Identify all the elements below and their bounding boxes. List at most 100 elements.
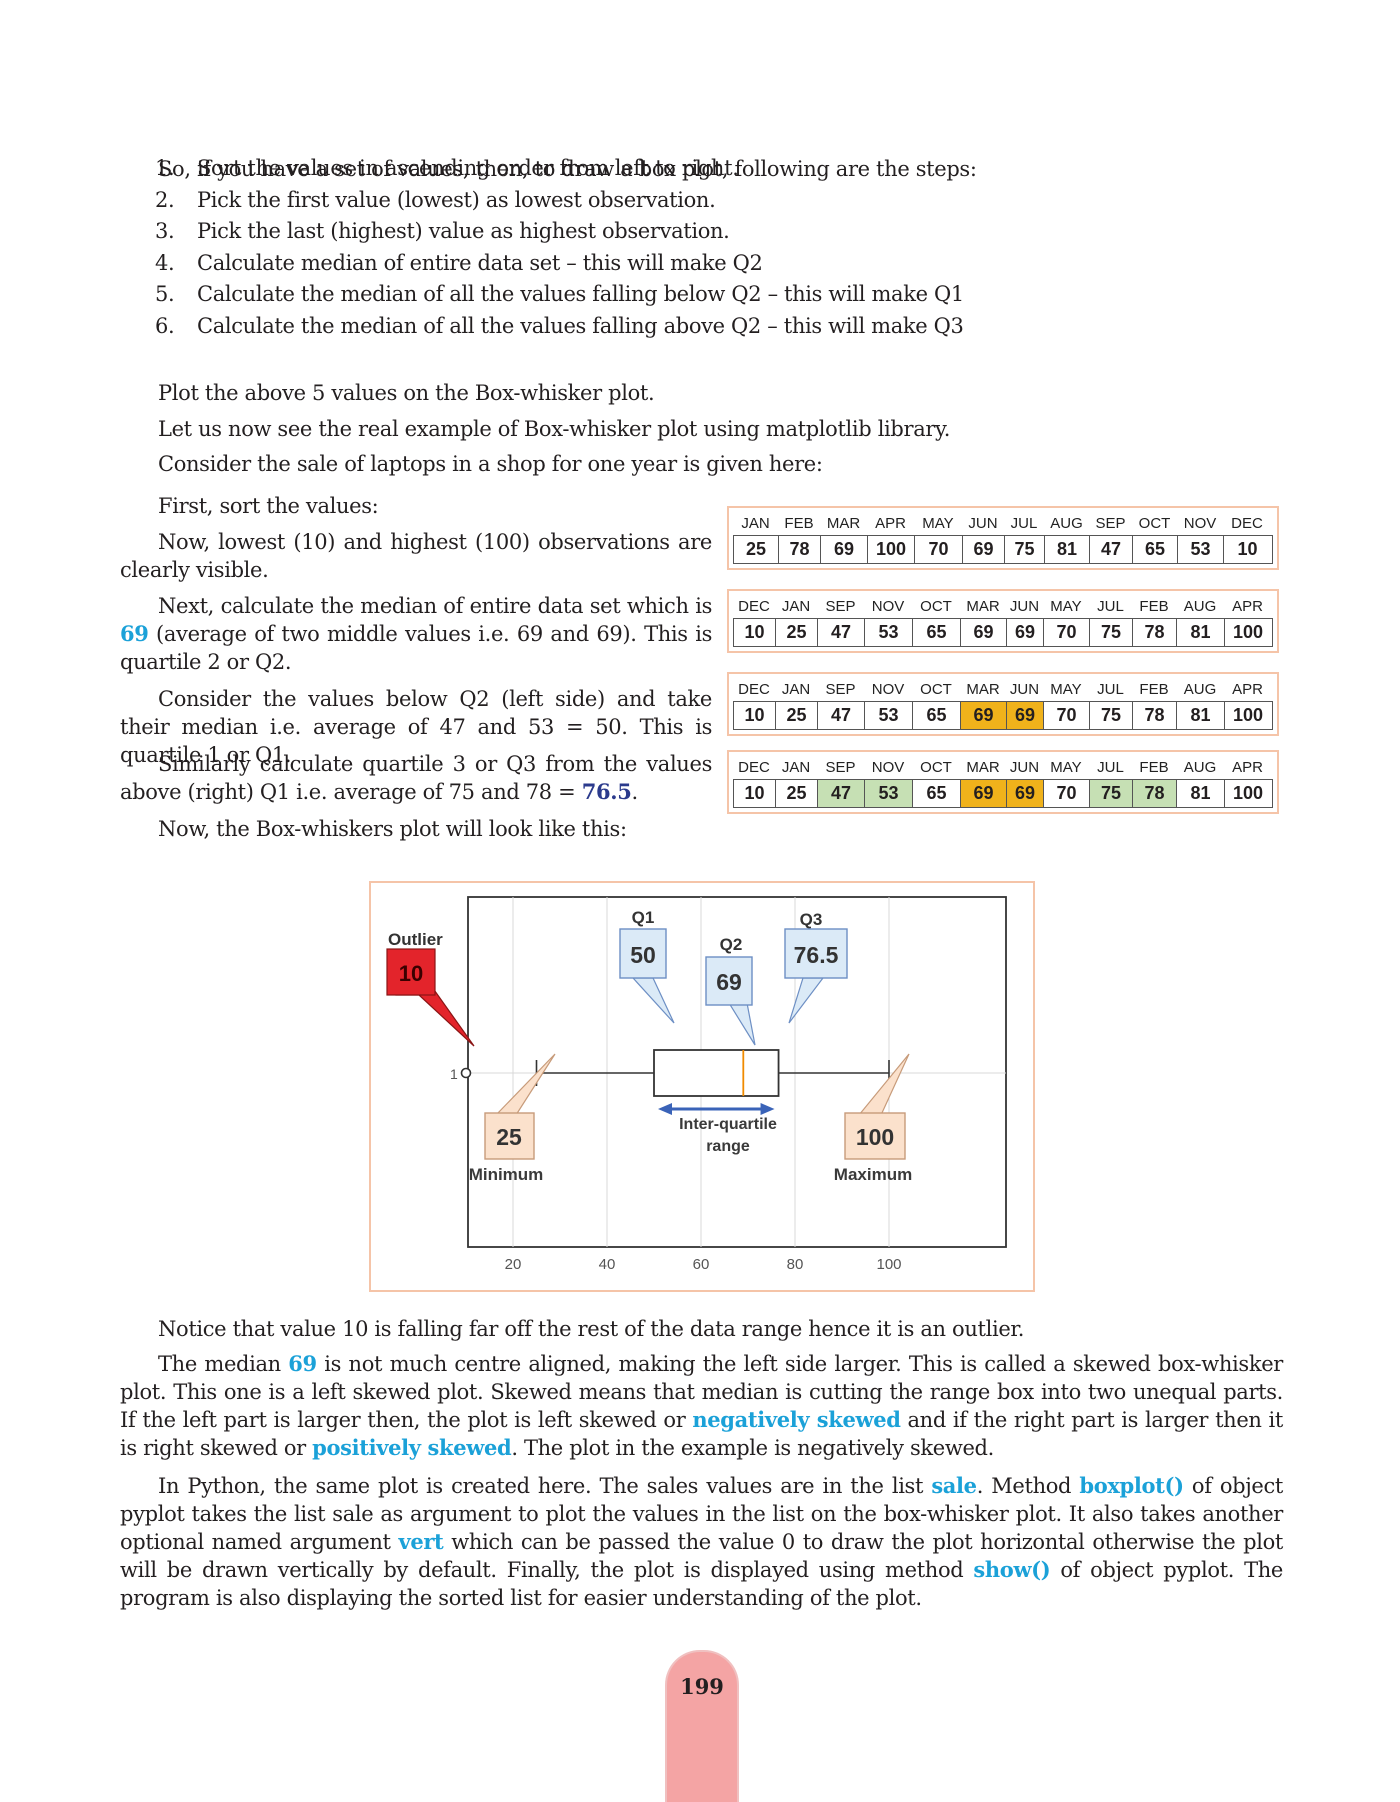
month-label: NOV (871, 598, 905, 615)
value-cell-highlight: 69 (1007, 702, 1044, 729)
month-label: APR (1232, 598, 1263, 615)
q1-title: Q1 (632, 908, 655, 927)
iqr-arrowhead-left (658, 1103, 672, 1115)
value-cell: 65 (913, 619, 961, 646)
step-item: 4.Calculate median of entire data set – … (155, 250, 763, 275)
month-label: APR (1232, 681, 1263, 698)
value-cell: 25 (776, 780, 818, 807)
month-label: APR (875, 515, 906, 532)
month-label: JUL (1097, 681, 1124, 698)
plot-line: Plot the above 5 values on the Box-whisk… (158, 381, 655, 405)
month-label: JAN (781, 681, 811, 698)
iqr-arrowhead-right (760, 1103, 775, 1115)
month-label: MAR (826, 515, 861, 532)
value-cell: 78 (779, 536, 821, 563)
page-number: 199 (680, 1674, 724, 1699)
skew-para: The median 69 is not much centre aligned… (120, 1351, 1283, 1460)
value-cell: 10 (734, 619, 776, 646)
month-label: OCT (920, 681, 952, 698)
q3-pointer (788, 977, 825, 1024)
value-cell-highlight: 69 (961, 780, 1007, 807)
month-label: JUL (1097, 598, 1124, 615)
value-cell: 78 (1133, 619, 1177, 646)
month-label: AUG (1183, 681, 1217, 698)
value-cell: 65 (1133, 536, 1178, 563)
month-label: FEB (784, 515, 814, 532)
month-label: MAY (1050, 598, 1082, 615)
iqr-label: range (706, 1138, 750, 1155)
q3-title: Q3 (800, 910, 823, 929)
value-cell: 81 (1045, 536, 1090, 563)
month-label: OCT (1138, 515, 1171, 532)
value-cell-highlight: 69 (1007, 780, 1044, 807)
python-para: In Python, the same plot is created here… (120, 1473, 1283, 1610)
max-title: Maximum (834, 1165, 912, 1184)
value-cell: 69 (963, 536, 1005, 563)
value-cell: 25 (776, 702, 818, 729)
step-item: 6.Calculate the median of all the values… (155, 313, 964, 338)
month-label: NOV (871, 759, 905, 776)
month-label: AUG (1050, 515, 1083, 532)
month-label: NOV (1183, 515, 1217, 532)
value-cell: 81 (1177, 619, 1225, 646)
min-title: Minimum (469, 1165, 544, 1184)
x-tick-label: 100 (876, 1256, 901, 1273)
outlier-callout (386, 948, 436, 996)
value-cell: 100 (868, 536, 915, 563)
value-cell: 10 (734, 702, 776, 729)
value-cell: 10 (734, 780, 776, 807)
q1-pointer (631, 977, 675, 1024)
min-callout (484, 1112, 535, 1160)
q2-pointer (727, 1002, 756, 1046)
value-cell-highlight: 47 (818, 780, 865, 807)
value-cell: 81 (1177, 702, 1225, 729)
value-cell-highlight: 53 (865, 780, 913, 807)
outlier-point (460, 1067, 472, 1079)
max-pointer (857, 1053, 910, 1116)
value-cell: 25 (776, 619, 818, 646)
q3-value: 76.5 (794, 942, 839, 968)
x-tick-label: 80 (787, 1256, 804, 1273)
month-label: AUG (1183, 598, 1217, 615)
q3-para: Similarly calculate quartile 3 or Q3 fro… (120, 752, 712, 804)
iqr-label: Inter-quartile (679, 1116, 777, 1133)
value-cell: 75 (1090, 619, 1133, 646)
month-label: MAR (966, 681, 1000, 698)
value-cell: 70 (1044, 619, 1090, 646)
month-label: DEC (738, 681, 770, 698)
step-item: 5.Calculate the median of all the values… (155, 282, 964, 306)
month-label: FEB (1139, 598, 1169, 615)
value-cell: 53 (1178, 536, 1224, 563)
value-cell-highlight: 75 (1090, 780, 1133, 807)
lowest-para: Now, lowest (10) and highest (100) obser… (120, 530, 712, 582)
month-label: OCT (920, 759, 952, 776)
month-label: JAN (741, 515, 770, 532)
month-label: AUG (1183, 759, 1217, 776)
month-label: SEP (825, 598, 856, 615)
value-cell: 47 (818, 702, 865, 729)
median-para: Next, calculate the median of entire dat… (120, 594, 712, 674)
month-label: NOV (871, 681, 905, 698)
value-cell: 47 (818, 619, 865, 646)
month-label: JAN (781, 759, 811, 776)
value-cell: 70 (1044, 702, 1090, 729)
value-cell: 69 (821, 536, 868, 563)
min-value: 25 (496, 1124, 522, 1150)
month-label: JUL (1010, 515, 1038, 532)
month-label: OCT (920, 598, 952, 615)
value-cell: 10 (1237, 539, 1258, 559)
month-label: DEC (1231, 515, 1263, 532)
outlier-value: 10 (399, 961, 423, 986)
value-cell: 25 (734, 536, 779, 563)
